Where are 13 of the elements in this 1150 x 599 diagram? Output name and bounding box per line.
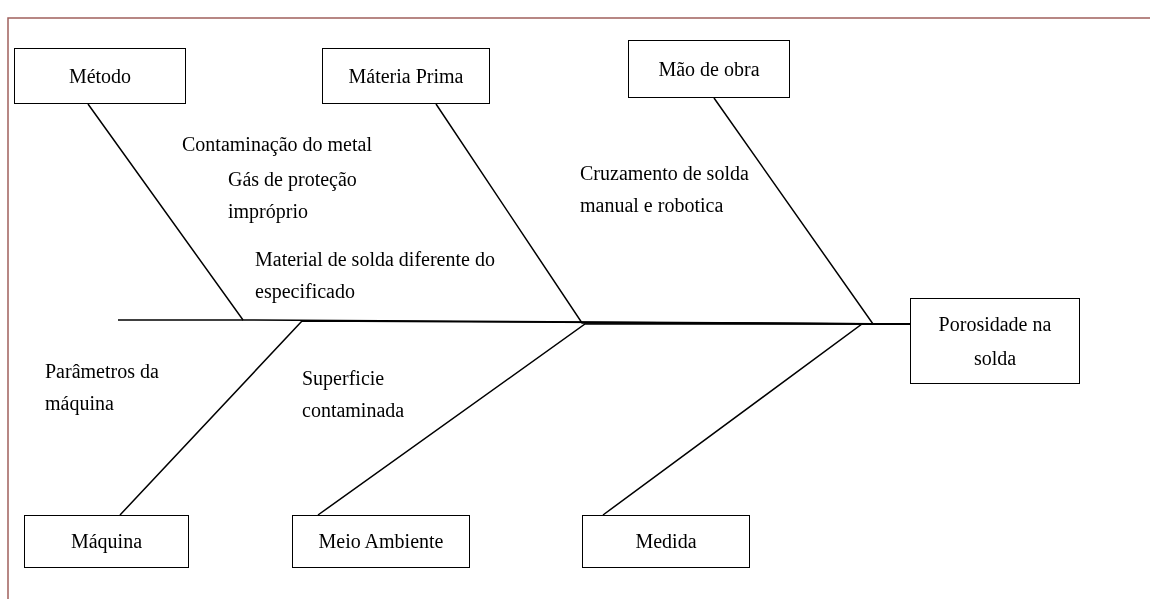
cause-label: Cruzamento de solda manual e robotica — [580, 161, 750, 218]
category-box: Mão de obra — [628, 40, 790, 98]
category-box: Máquina — [24, 515, 189, 568]
category-box: Método — [14, 48, 186, 104]
cause-label: Contaminação do metal — [182, 132, 372, 158]
effect-box: Porosidade na solda — [910, 298, 1080, 384]
cause-label: Parâmetros da máquina — [45, 359, 160, 417]
category-box: Meio Ambiente — [292, 515, 470, 568]
cause-label: Superficie contaminada — [302, 366, 406, 423]
cause-label: Material de solda diferente do especificado — [255, 247, 496, 305]
category-box: Medida — [582, 515, 750, 568]
cause-label: Gás de proteção impróprio — [228, 167, 358, 225]
category-box: Máteria Prima — [322, 48, 490, 104]
